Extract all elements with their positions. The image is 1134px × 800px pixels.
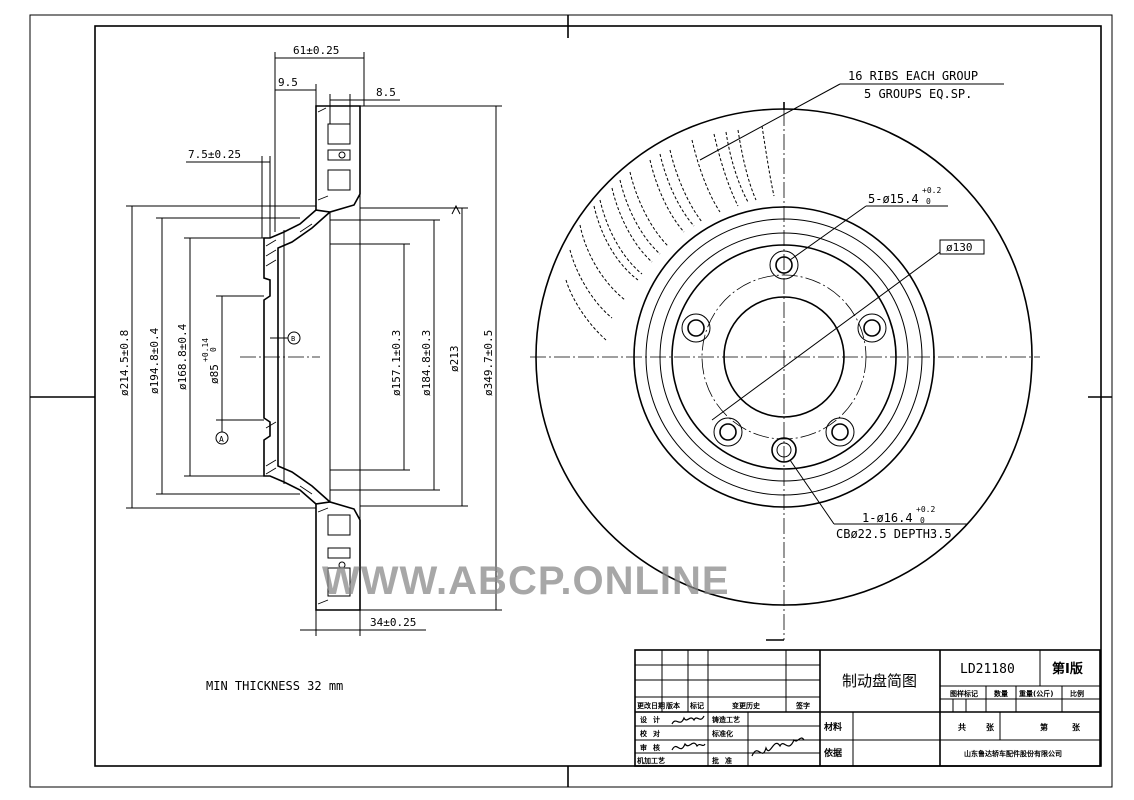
dim-offset-left: 9.5 <box>278 76 298 89</box>
page-label: 第 <box>1040 722 1048 732</box>
datum-b: B <box>291 335 295 343</box>
rev-mark: 标记 <box>689 701 704 710</box>
outer-border <box>29 14 1113 788</box>
rev-version: 版本 <box>666 701 680 710</box>
hdr-weight: 重量(公斤) <box>1019 689 1053 698</box>
dim-d85-tol-lower: 0 <box>209 347 218 352</box>
dim-offset-right: 8.5 <box>376 86 396 99</box>
ribs-line1: 16 RIBS EACH GROUP <box>848 69 978 83</box>
ribs-line2: 5 GROUPS EQ.SP. <box>864 87 972 101</box>
rev-date: 更改日期 <box>637 701 665 710</box>
datum-a: A <box>219 435 224 444</box>
dim-overall-width: 61±0.25 <box>293 44 339 57</box>
holes-tol-upper: +0.2 <box>922 186 941 195</box>
col-approve: 批准 <box>712 756 738 765</box>
section-view: 61±0.25 9.5 8.5 7.5±0.25 ø214.5±0.8 ø194… <box>118 44 502 636</box>
dim-bottom-width: 34±0.25 <box>370 616 416 629</box>
dim-d184: ø184.8±0.3 <box>420 330 433 396</box>
row-review: 审核 <box>640 743 666 752</box>
drawing-frame <box>94 25 1102 767</box>
hdr-scale: 比例 <box>1070 689 1084 698</box>
dim-d349: ø349.7±0.5 <box>482 330 495 396</box>
bolt-holes <box>681 250 887 463</box>
dim-d85: ø85 <box>208 364 221 384</box>
col-casting: 铸造工艺 <box>712 715 740 724</box>
dim-d168: ø168.8±0.4 <box>176 323 189 390</box>
pcd-label: ø130 <box>946 241 973 254</box>
total-label: 共 <box>958 722 966 732</box>
hole1-label: 1-ø16.4 <box>862 511 913 525</box>
holes-tol-lower: 0 <box>926 197 931 206</box>
dim-d213: ø213 <box>448 346 461 373</box>
col-standard: 标准化 <box>711 729 733 738</box>
rev-sign: 签字 <box>795 701 810 710</box>
hdr-sample-mark: 图样标记 <box>950 689 978 698</box>
watermark: WWW.ABCP.ONLINE <box>322 559 730 603</box>
min-thickness-note: MIN THICKNESS 32 mm <box>206 679 343 693</box>
row-design: 设计 <box>640 715 666 724</box>
datum-b-marker <box>287 331 301 345</box>
dim-d214: ø214.5±0.8 <box>118 330 131 396</box>
signatures <box>671 715 805 757</box>
drawing-title: 制动盘简图 <box>842 672 917 690</box>
row-machining: 机加工艺 <box>637 756 665 765</box>
company-name: 山东鲁达轿车配件股份有限公司 <box>964 749 1062 758</box>
page-sheet: 张 <box>1072 723 1081 732</box>
hole1-tol-upper: +0.2 <box>916 505 935 514</box>
dim-d85-tol-upper: +0.14 <box>201 338 210 362</box>
basis-label: 依据 <box>824 747 842 759</box>
rev-history: 变更历史 <box>732 701 761 710</box>
sheet-label: 张 <box>986 723 995 732</box>
row-check: 校对 <box>640 729 666 738</box>
front-view: 16 RIBS EACH GROUP 5 GROUPS EQ.SP. 5-ø15… <box>530 69 1040 641</box>
material-label: 材料 <box>823 721 842 733</box>
dim-hat-step: 7.5±0.25 <box>188 148 241 161</box>
dim-d157: ø157.1±0.3 <box>390 330 403 396</box>
hdr-quantity: 数量 <box>994 689 1008 698</box>
hole1-tol-lower: 0 <box>920 516 925 525</box>
holes-label: 5-ø15.4 <box>868 192 919 206</box>
counterbore-label: CBø22.5 DEPTH3.5 <box>836 527 952 541</box>
edition: 第Ⅰ版 <box>1052 661 1083 677</box>
part-number: LD21180 <box>960 662 1015 677</box>
dim-d194: ø194.8±0.4 <box>148 327 161 394</box>
title-block: 制动盘简图 LD21180 第Ⅰ版 图样标记 数量 重量(公斤) 比例 共 张 … <box>634 649 1101 767</box>
